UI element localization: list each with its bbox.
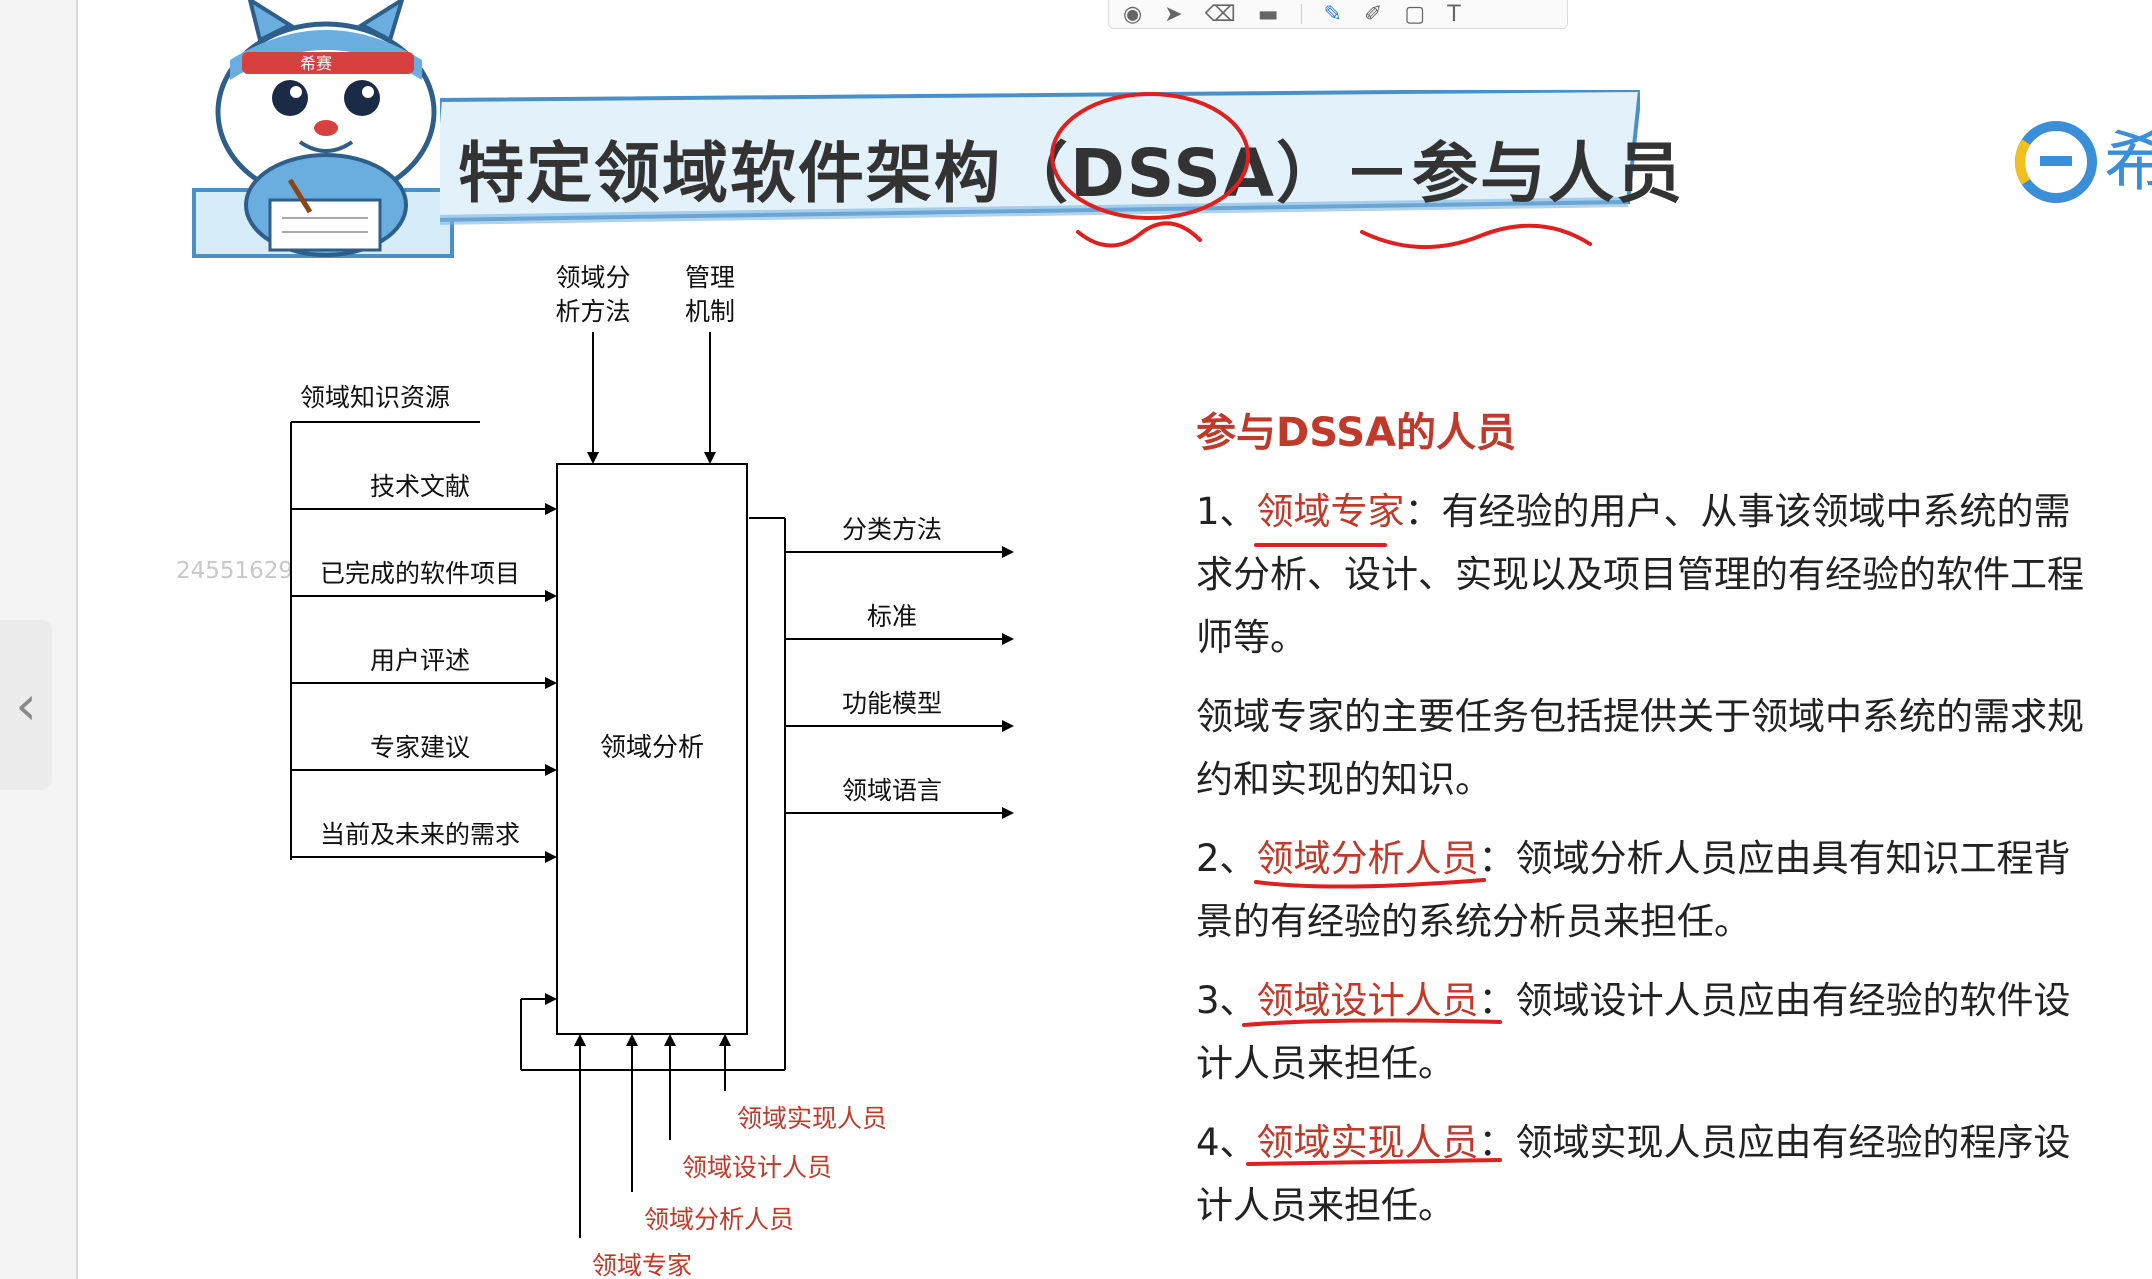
item-domain-expert: 1、领域专家：有经验的用户、从事该领域中系统的需求分析、设计、实现以及项目管理的…: [1196, 480, 2096, 669]
control-label: 管理: [685, 263, 735, 292]
pointer-icon[interactable]: ➤: [1164, 1, 1183, 27]
brand-logo-glyph: 希: [2104, 123, 2152, 200]
role-name: 领域分析人员: [1256, 837, 1479, 880]
input-label: 已完成的软件项目: [320, 559, 520, 588]
output-label: 功能模型: [842, 689, 942, 718]
input-label: 专家建议: [370, 733, 470, 762]
item-number: 2、: [1196, 837, 1257, 880]
chevron-left-icon: ‹: [15, 673, 37, 737]
brand-logo-mark: 希: [2015, 121, 2152, 203]
role-description: ：领域实现人员应由有经验的程序设计人员来担任。: [1196, 1121, 2071, 1227]
cat-mascot-illustration: 希赛: [192, 0, 454, 258]
knowledge-resources-label: 领域知识资源: [300, 383, 450, 412]
input-label: 技术文献: [370, 472, 470, 501]
center-process-label: 领域分析: [600, 733, 704, 763]
item-domain-analyst: 2、领域分析人员：领域分析人员应由具有知识工程背景的有经验的系统分析员来担任。: [1196, 827, 2096, 953]
control-label: 析方法: [555, 297, 630, 326]
center-process-box: [556, 463, 748, 1035]
item-domain-designer: 3、领域设计人员：领域设计人员应由有经验的软件设计人员来担任。: [1196, 969, 2096, 1095]
watermark-id: 24551629: [176, 558, 294, 584]
input-label: 当前及未来的需求: [320, 820, 520, 849]
role-name: 领域实现人员: [1256, 1121, 1479, 1164]
pen-icon[interactable]: ✎: [1323, 1, 1342, 27]
role-description: ：领域分析人员应由具有知识工程背景的有经验的系统分析员来担任。: [1196, 837, 2071, 943]
toolbar-divider: [1300, 4, 1302, 24]
role-description: ：领域设计人员应由有经验的软件设计人员来担任。: [1196, 979, 2071, 1085]
title-suffix: －参与人员: [1343, 135, 1684, 212]
brand-logo: 希: [2006, 112, 2152, 212]
input-label: 用户评述: [370, 646, 470, 675]
page-title: 特定领域软件架构（DSSA）－参与人员: [458, 120, 1684, 216]
pencil-icon[interactable]: ✐: [1363, 1, 1383, 27]
text-tool-icon[interactable]: T: [1447, 1, 1461, 27]
record-icon[interactable]: ◉: [1123, 1, 1143, 27]
role-name: 领域设计人员: [1256, 979, 1479, 1022]
role-name: 领域专家: [1256, 490, 1405, 533]
mechanism-label: 领域分析人员: [644, 1205, 794, 1234]
participants-description: 参与DSSA的人员 1、领域专家：有经验的用户、从事该领域中系统的需求分析、设计…: [1196, 400, 2096, 1253]
item-number: 3、: [1196, 979, 1257, 1022]
output-label: 分类方法: [842, 515, 942, 544]
rectangle-icon[interactable]: ▢: [1404, 1, 1426, 27]
item-number: 4、: [1196, 1121, 1257, 1164]
eraser-icon[interactable]: ⌫: [1204, 1, 1236, 27]
output-label: 标准: [867, 602, 917, 631]
role-description: ：有经验的用户、从事该领域中系统的需求分析、设计、实现以及项目管理的有经验的软件…: [1196, 490, 2084, 659]
mechanism-label: 领域设计人员: [682, 1153, 832, 1182]
headband-label: 希赛: [300, 54, 332, 73]
highlighter-icon[interactable]: ▬: [1257, 1, 1279, 27]
output-label: 领域语言: [842, 776, 942, 805]
control-label: 领域分: [555, 263, 630, 292]
title-main: 特定领域软件架构（DSSA）: [458, 135, 1344, 212]
item-domain-expert-task: 领域专家的主要任务包括提供关于领域中系统的需求规约和实现的知识。: [1196, 695, 2084, 801]
item-number: 1、: [1196, 490, 1257, 533]
section-heading: 参与DSSA的人员: [1196, 410, 1516, 456]
item-domain-implementer: 4、领域实现人员：领域实现人员应由有经验的程序设计人员来担任。: [1196, 1111, 2096, 1237]
mechanism-label: 领域专家: [592, 1251, 692, 1279]
annotation-toolbar: ◉ ➤ ⌫ ▬ ✎ ✐ ▢ T: [1108, 0, 1568, 29]
mechanism-label: 领域实现人员: [737, 1104, 887, 1133]
prev-page-button[interactable]: ‹: [0, 620, 52, 790]
control-label: 机制: [685, 297, 735, 326]
